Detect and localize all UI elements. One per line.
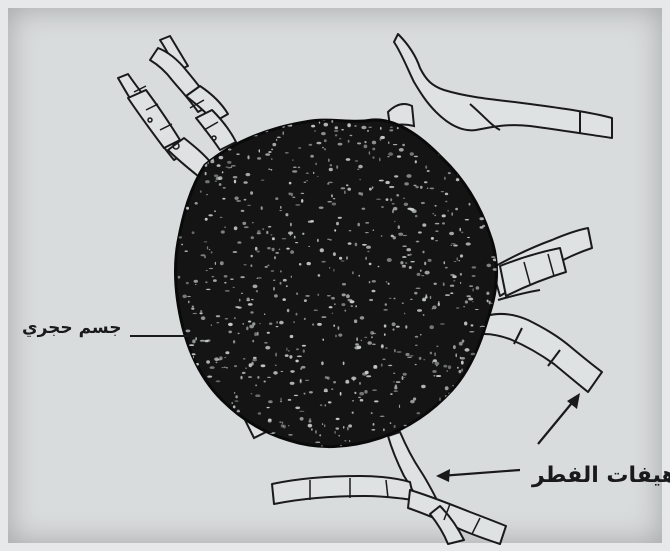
hypha-right-lower — [484, 314, 602, 392]
hypha-bottom — [272, 432, 506, 544]
hyphae-label: هيفات الفطر — [532, 463, 670, 488]
sclerotium-label: جسم حجري — [22, 318, 121, 338]
sclerotium-body — [176, 116, 501, 451]
hypha-top-right — [394, 34, 612, 138]
hypha-right-upper — [492, 228, 592, 300]
